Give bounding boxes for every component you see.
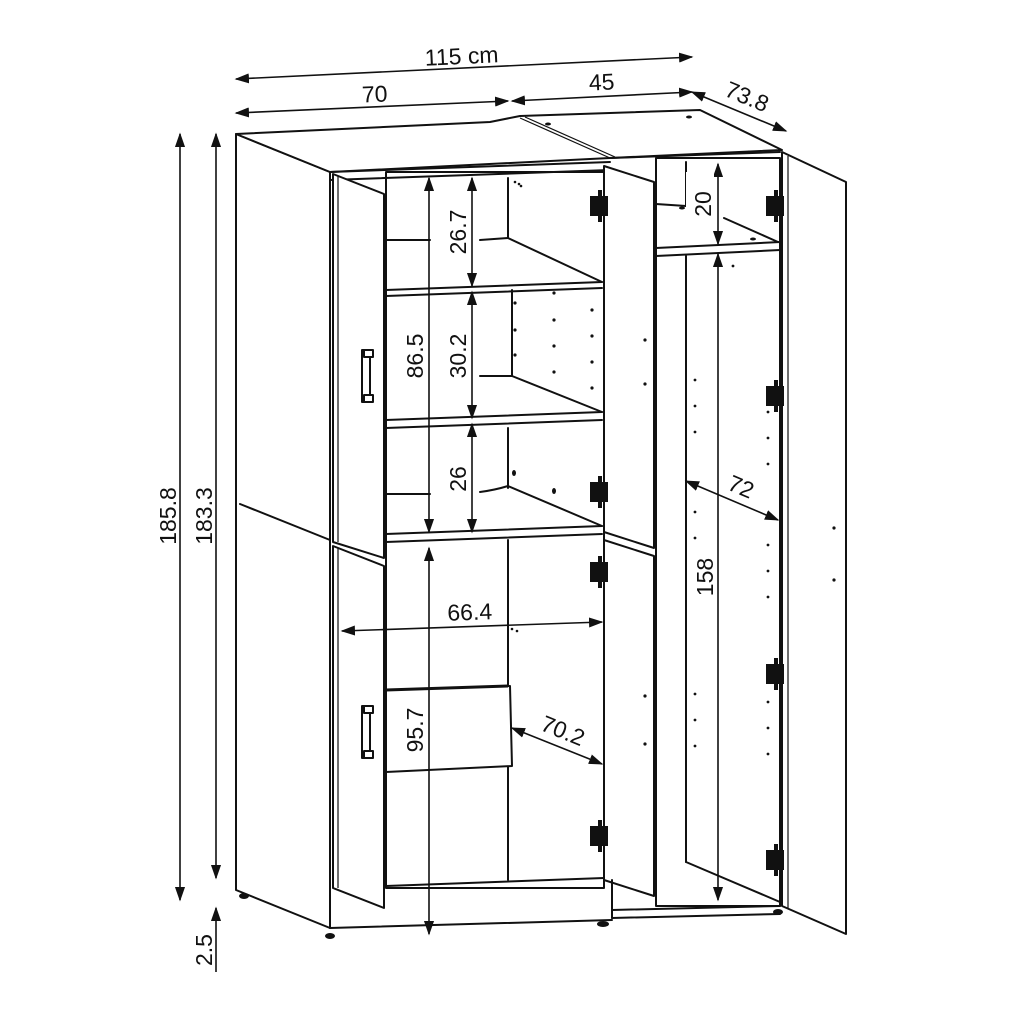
leg-height-label: 2.5 [191, 934, 217, 966]
right-top-gap-label: 20 [690, 191, 716, 217]
lower-middle-door [603, 539, 655, 897]
left-width-label: 70 [361, 80, 388, 107]
hanging-height-label: 158 [692, 558, 718, 596]
left-side-panel [235, 133, 331, 929]
upper-section-height-label: 86.5 [402, 334, 428, 379]
lower-left-door [332, 545, 385, 909]
hinge-icon [590, 190, 608, 852]
lower-left-door-handle-icon [361, 705, 374, 759]
upper-left-door [332, 173, 385, 559]
third-shelf-gap-label: 26 [445, 466, 471, 492]
top-shelf-gap-label: 26.7 [445, 210, 471, 255]
cabinet-body [235, 109, 847, 939]
upper-left-door-handle-icon [361, 349, 374, 403]
shelf-pin-holes [510, 180, 594, 633]
inner-width-left-label: 66.4 [447, 598, 493, 626]
upper-middle-door [603, 165, 655, 549]
dimension-lines [174, 52, 788, 972]
right-width-label: 45 [588, 68, 615, 95]
middle-shelf-gap-label: 30.2 [445, 334, 471, 379]
hanging-pin-holes [693, 264, 770, 756]
lower-section-height-label: 95.7 [402, 708, 428, 753]
total-width-label: 115 cm [424, 41, 499, 70]
cabinet-legs [239, 893, 783, 939]
body-height-label: 183.3 [191, 487, 217, 545]
depth-label: 73.8 [721, 76, 772, 117]
dimension-labels: 115 cm 70 45 73.8 185.8 183.3 2.5 26.7 3… [155, 41, 773, 966]
right-door [781, 151, 847, 935]
total-height-label: 185.8 [155, 487, 181, 545]
hinge-icon [766, 190, 784, 876]
